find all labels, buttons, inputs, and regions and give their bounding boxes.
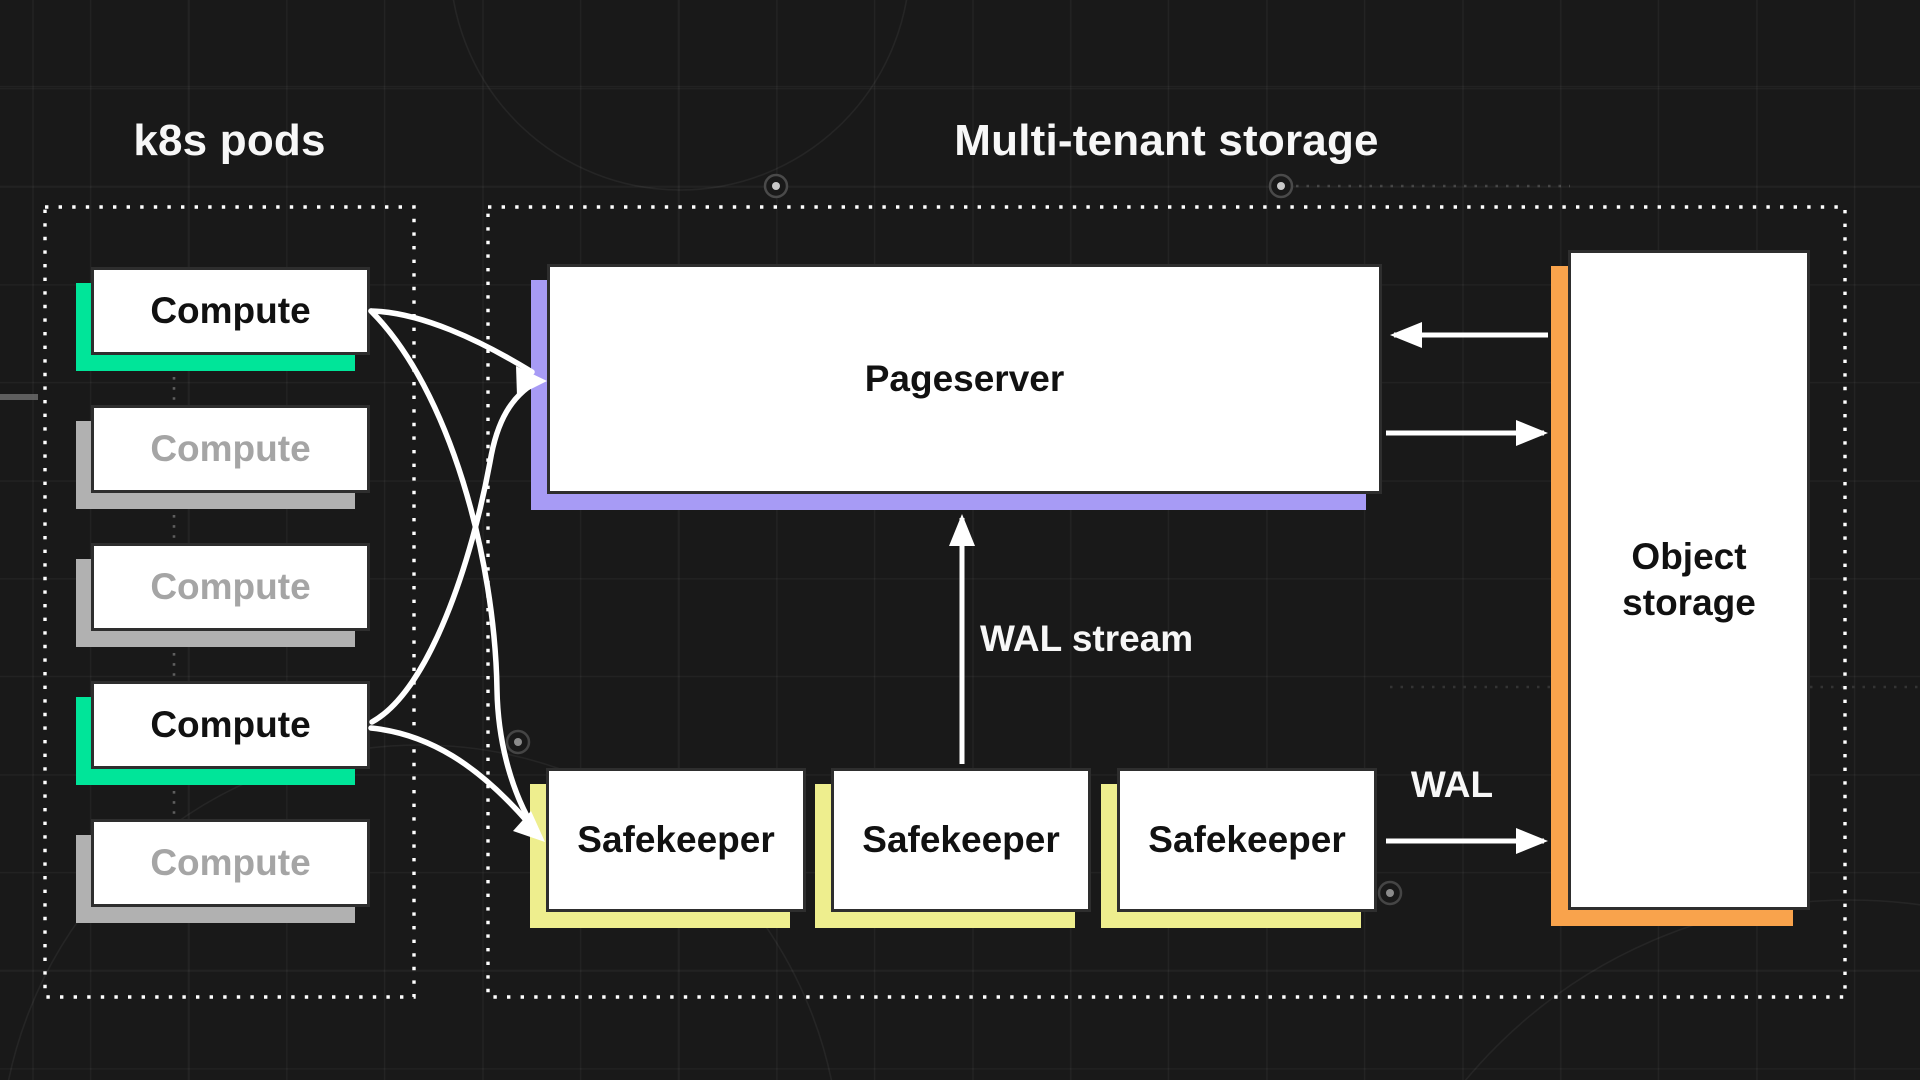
pageserver: Pageserver [531,264,1382,510]
compute-label: Compute [150,428,311,469]
compute-label: Compute [150,704,311,745]
edge-fragment [0,394,38,400]
compute-box: Compute [91,681,370,769]
object-storage: Object storage [1551,250,1810,926]
arrow-compute1-to-safekeeper [368,308,538,833]
compute-label: Compute [150,290,311,331]
safekeeper-3: Safekeeper [1101,768,1377,928]
arrow-compute1-to-pageserver [368,308,535,375]
safekeeper-1: Safekeeper [530,768,806,928]
safekeeper-box: Safekeeper [831,768,1091,912]
multi-tenant-storage-title: Multi-tenant storage [954,116,1379,165]
safekeeper-box: Safekeeper [546,768,806,912]
pageserver-box: Pageserver [547,264,1382,494]
arrowhead-into-safekeeper [513,811,545,842]
safekeeper-label: Safekeeper [862,819,1060,860]
pageserver-label: Pageserver [864,358,1065,399]
safekeeper-box: Safekeeper [1117,768,1377,912]
compute-label: Compute [150,566,311,607]
grid-rings [505,173,1403,906]
compute-box: Compute [91,543,370,631]
wal-stream-label: WAL stream [980,618,1194,659]
object-storage-label-line2: storage [1622,582,1756,623]
compute-pod-1: Compute [76,267,370,371]
compute-pod-5: Compute [76,819,370,923]
k8s-pods-container-border [43,205,416,999]
compute-box: Compute [91,267,370,355]
arrow-compute4-to-safekeeper [368,725,529,823]
safekeeper-label: Safekeeper [1148,819,1346,860]
ring-marker [1268,173,1294,199]
safekeeper-label: Safekeeper [577,819,775,860]
k8s-pods-title: k8s pods [133,116,326,165]
safekeeper-2: Safekeeper [815,768,1091,928]
compute-label: Compute [150,842,311,883]
compute-pod-3: Compute [76,543,370,647]
arrowhead-into-pageserver [516,366,547,396]
object-storage-label-line1: Object [1631,536,1747,577]
compute-box: Compute [91,819,370,907]
compute-pod-2: Compute [76,405,370,509]
wal-label: WAL [1410,764,1494,805]
dotted-containers [43,205,1847,999]
ring-marker [1377,880,1403,906]
compute-pod-4: Compute [76,681,370,785]
compute-box: Compute [91,405,370,493]
arrow-compute4-to-pageserver [369,379,539,725]
ring-marker [505,729,531,755]
ring-marker [763,173,789,199]
object-storage-box: Object storage [1568,250,1810,910]
